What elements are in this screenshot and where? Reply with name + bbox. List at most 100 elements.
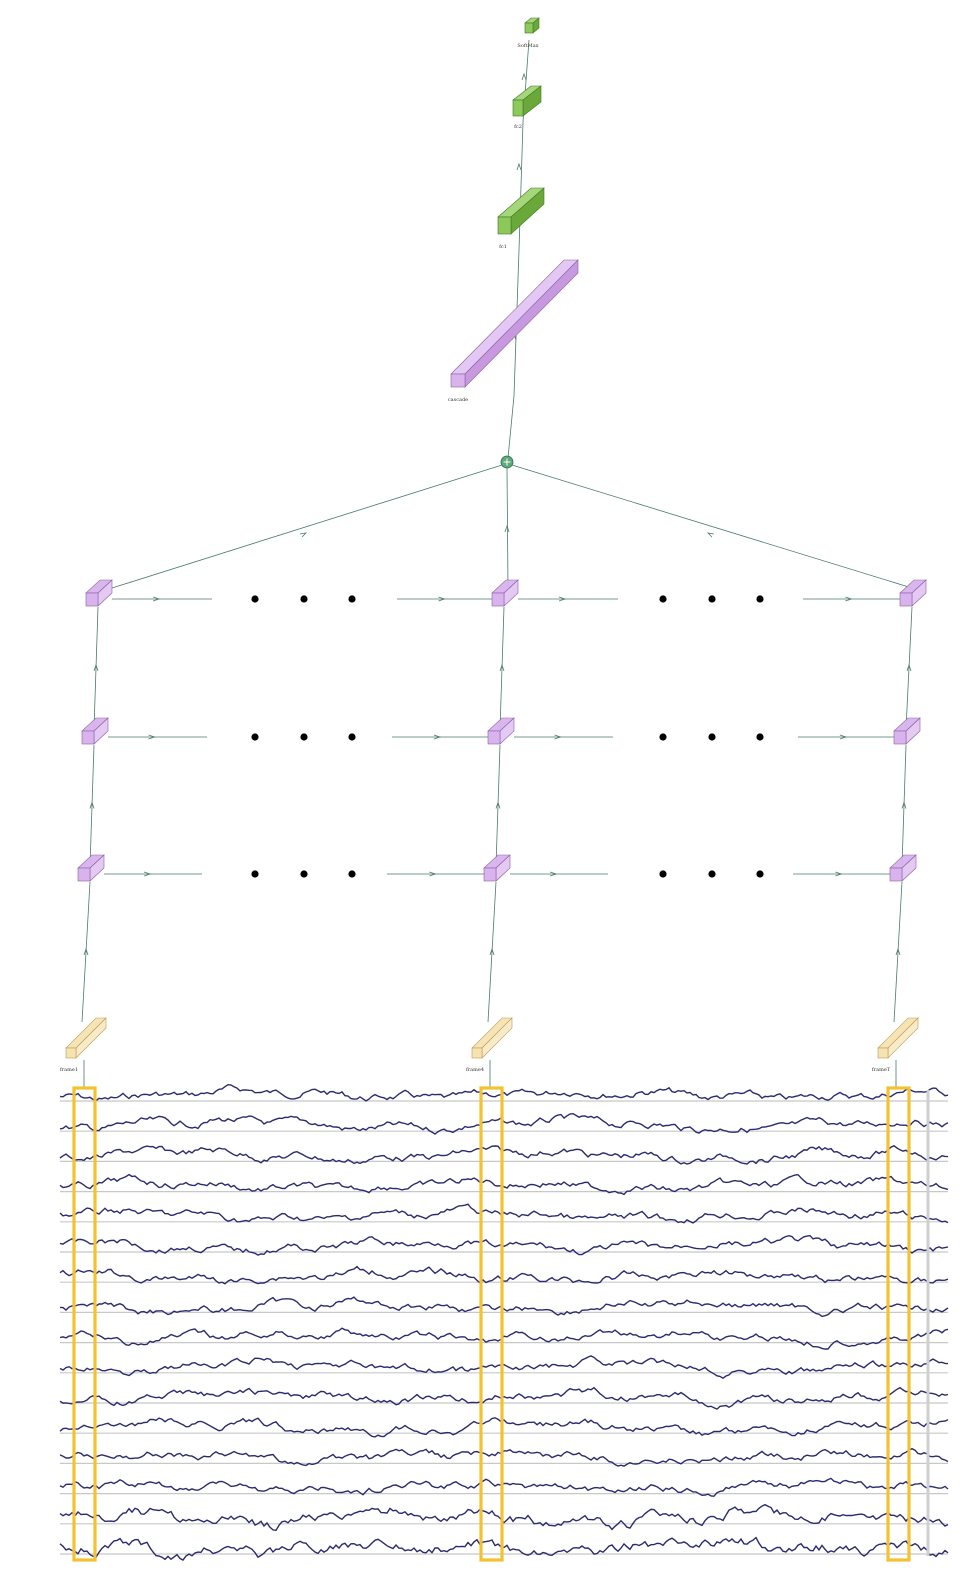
arrow-icon: [839, 734, 848, 740]
cnn-block: [77, 854, 105, 882]
ellipsis-dot: [708, 870, 716, 878]
cnn-grid: [77, 579, 927, 1088]
column-edge: [905, 606, 913, 730]
eeg-channel-trace: [59, 1265, 949, 1285]
ellipsis-dot: [251, 733, 259, 741]
cnn-block: [893, 717, 921, 745]
eeg-channel-trace: [59, 1536, 949, 1562]
sum-node: [500, 455, 514, 469]
eeg-channel-trace: [59, 1477, 949, 1497]
arrow-icon: [549, 871, 558, 877]
ellipsis-dot: [659, 870, 667, 878]
arrow-icon: [901, 801, 907, 809]
ellipsis-dot: [251, 595, 259, 603]
eeg-signal-panel: [59, 1083, 949, 1562]
arrow-up: [521, 72, 527, 81]
ellipsis-dot: [300, 595, 308, 603]
arrow-icon: [906, 663, 912, 672]
column-edge: [893, 881, 903, 1023]
arrow-icon: [433, 734, 442, 740]
frame-block: [877, 1017, 919, 1059]
frame-block: [471, 1017, 513, 1059]
arrow-icon: [835, 871, 843, 877]
eeg-channel-trace: [59, 1144, 949, 1165]
column-edge: [901, 744, 907, 867]
arrow-icon: [489, 947, 495, 956]
fc1-block: fc1: [497, 187, 545, 250]
frame-label: frame4: [466, 1067, 484, 1073]
softmax-label: SoftMax: [517, 43, 538, 49]
aggregation-edges: [111, 464, 913, 589]
softmax-block: SoftMax: [517, 17, 540, 49]
arrow-icon: [143, 871, 152, 877]
cascade-label: cascade: [448, 397, 468, 403]
arrow-icon: [895, 947, 901, 956]
edge-sum-to-cascade: [507, 395, 515, 459]
arrow-icon: [499, 663, 505, 672]
cnn-block: [483, 854, 511, 882]
arrow-icon: [93, 663, 99, 672]
column-edge: [93, 606, 99, 730]
arrow-icon: [495, 801, 501, 809]
arrow-icon: [558, 596, 567, 602]
arrow-icon: [429, 871, 437, 877]
ellipsis-dot: [348, 595, 356, 603]
arrow-icon: [152, 596, 161, 602]
fc1-label: fc1: [499, 244, 507, 250]
edge-right-to-sum: [511, 464, 913, 589]
fc2-label: fc2: [514, 124, 522, 130]
ellipsis-dot: [300, 870, 308, 878]
ellipsis-dot: [756, 595, 764, 603]
arrow-icon: [706, 532, 715, 538]
frame-inputs: frame1 frame4 frameT: [60, 1017, 919, 1073]
eeg-channel-trace: [59, 1355, 949, 1380]
eeg-channel-trace: [59, 1112, 949, 1135]
cnn-block: [889, 854, 917, 882]
arrow-icon: [89, 801, 95, 809]
frame-label: frameT: [872, 1067, 891, 1073]
ellipsis-dot: [348, 733, 356, 741]
ellipsis-dot: [300, 733, 308, 741]
arrow-icon: [554, 734, 562, 740]
cascade-block: cascade: [448, 259, 579, 403]
ellipsis-dot: [756, 870, 764, 878]
eeg-channel-trace: [59, 1234, 949, 1256]
ellipsis-dot: [708, 595, 716, 603]
eeg-channel-trace: [59, 1447, 949, 1467]
column-edge: [81, 881, 91, 1023]
frame-label: frame1: [60, 1067, 78, 1073]
frame-window: [72, 1086, 97, 1562]
ellipsis-dot: [756, 733, 764, 741]
eeg-channel-trace: [59, 1083, 949, 1102]
arrow-up: [516, 162, 522, 171]
cnn-block: [85, 579, 113, 607]
ellipsis-dot: [251, 870, 259, 878]
cnn-block: [487, 717, 515, 745]
cnn-block: [81, 717, 109, 745]
frame-window: [886, 1086, 911, 1562]
frame-block: [65, 1017, 107, 1059]
arrow-icon: [83, 947, 89, 956]
arrow-icon: [438, 596, 446, 602]
arrow-icon: [845, 596, 853, 602]
cnn-block: [899, 579, 927, 607]
ellipsis-dot: [708, 733, 716, 741]
eeg-channel-trace: [59, 1173, 949, 1196]
ellipsis-dot: [659, 733, 667, 741]
eeg-channel-trace: [59, 1417, 949, 1438]
eeg-channel-trace: [59, 1386, 949, 1410]
fc2-block: fc2: [512, 85, 542, 130]
cnn-block: [491, 579, 519, 607]
frame-window: [479, 1086, 504, 1562]
arrow-icon: [504, 524, 510, 533]
eeg-channel-trace: [59, 1327, 949, 1350]
ellipsis-dot: [659, 595, 667, 603]
eeg-channel-trace: [59, 1203, 949, 1224]
ellipsis-dot: [348, 870, 356, 878]
column-edge: [89, 744, 95, 867]
column-edge: [499, 606, 505, 730]
arrow-icon: [148, 734, 156, 740]
edge-fc1-to-fc2: [518, 121, 524, 251]
arrow-icon: [299, 532, 308, 538]
